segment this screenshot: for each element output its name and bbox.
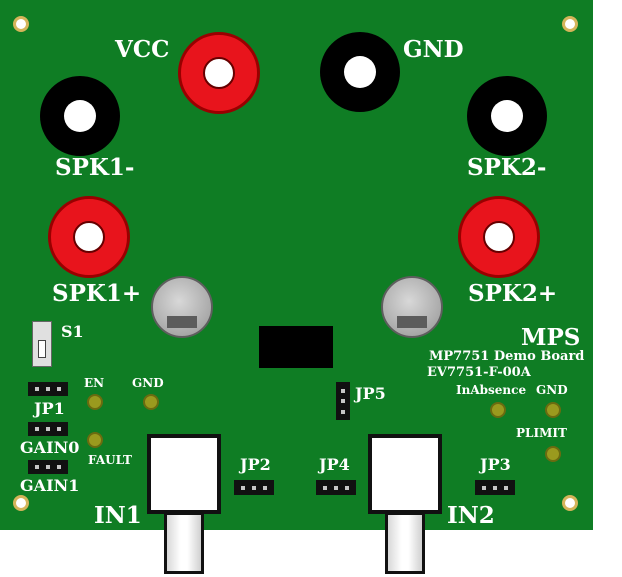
- spk1-plus-label: SPK1+: [52, 280, 142, 307]
- jp3-header[interactable]: [475, 480, 515, 495]
- gnd-right-test-point[interactable]: [545, 402, 561, 418]
- jp1-gain1-header[interactable]: [28, 460, 68, 474]
- jp3-label: JP3: [480, 455, 511, 474]
- mounting-hole-bottom-right: [562, 495, 578, 511]
- jp4-header[interactable]: [316, 480, 356, 495]
- spk2-minus-terminal: [467, 76, 547, 156]
- jp5-header[interactable]: [336, 382, 350, 420]
- mps-label: MPS: [521, 324, 581, 351]
- gain0-label: GAIN0: [20, 438, 80, 457]
- gain1-label: GAIN1: [20, 476, 80, 495]
- in1-label: IN1: [94, 502, 142, 529]
- mounting-hole-top-left: [13, 16, 29, 32]
- fault-test-point[interactable]: [87, 432, 103, 448]
- jp2-header[interactable]: [234, 480, 274, 495]
- en-label: EN: [84, 376, 105, 390]
- spk2-minus-label: SPK2-: [467, 154, 547, 181]
- en-test-point[interactable]: [87, 394, 103, 410]
- inabsence-test-point[interactable]: [490, 402, 506, 418]
- spk1-minus-label: SPK1-: [55, 154, 135, 181]
- jp2-label: JP2: [240, 455, 271, 474]
- plimit-label: PLIMIT: [516, 426, 567, 440]
- in1-plug: [164, 512, 204, 574]
- in2-plug: [385, 512, 425, 574]
- spk1-minus-terminal: [40, 76, 120, 156]
- s1-label: S1: [61, 322, 84, 341]
- mounting-hole-bottom-left: [13, 495, 29, 511]
- in2-label: IN2: [447, 502, 495, 529]
- gnd-left-test-point[interactable]: [143, 394, 159, 410]
- capacitor-left: [151, 276, 213, 338]
- part-number-label: EV7751-F-00A: [427, 365, 531, 380]
- in1-jack[interactable]: [147, 434, 221, 514]
- spk2-plus-terminal: [458, 196, 540, 278]
- plimit-test-point[interactable]: [545, 446, 561, 462]
- mounting-hole-top-right: [562, 16, 578, 32]
- switch-s1[interactable]: [32, 321, 52, 367]
- jp1-top-header[interactable]: [28, 382, 68, 396]
- jp1-label: JP1: [34, 399, 65, 418]
- spk2-plus-label: SPK2+: [468, 280, 558, 307]
- inabsence-label: InAbsence: [456, 383, 527, 397]
- demo-board-label: MP7751 Demo Board: [429, 349, 585, 364]
- gnd-top-label: GND: [403, 36, 464, 63]
- vcc-terminal: [178, 32, 260, 114]
- jp1-gain0-header[interactable]: [28, 422, 68, 436]
- ic-chip: [259, 326, 333, 368]
- jp4-label: JP4: [319, 455, 350, 474]
- fault-label: FAULT: [88, 453, 132, 467]
- gnd-left-label: GND: [132, 376, 164, 390]
- vcc-label: VCC: [115, 36, 170, 63]
- spk1-plus-terminal: [48, 196, 130, 278]
- jp5-label: JP5: [355, 384, 386, 403]
- in2-jack[interactable]: [368, 434, 442, 514]
- gnd-terminal: [320, 32, 400, 112]
- gnd-right-label: GND: [536, 383, 568, 397]
- capacitor-right: [381, 276, 443, 338]
